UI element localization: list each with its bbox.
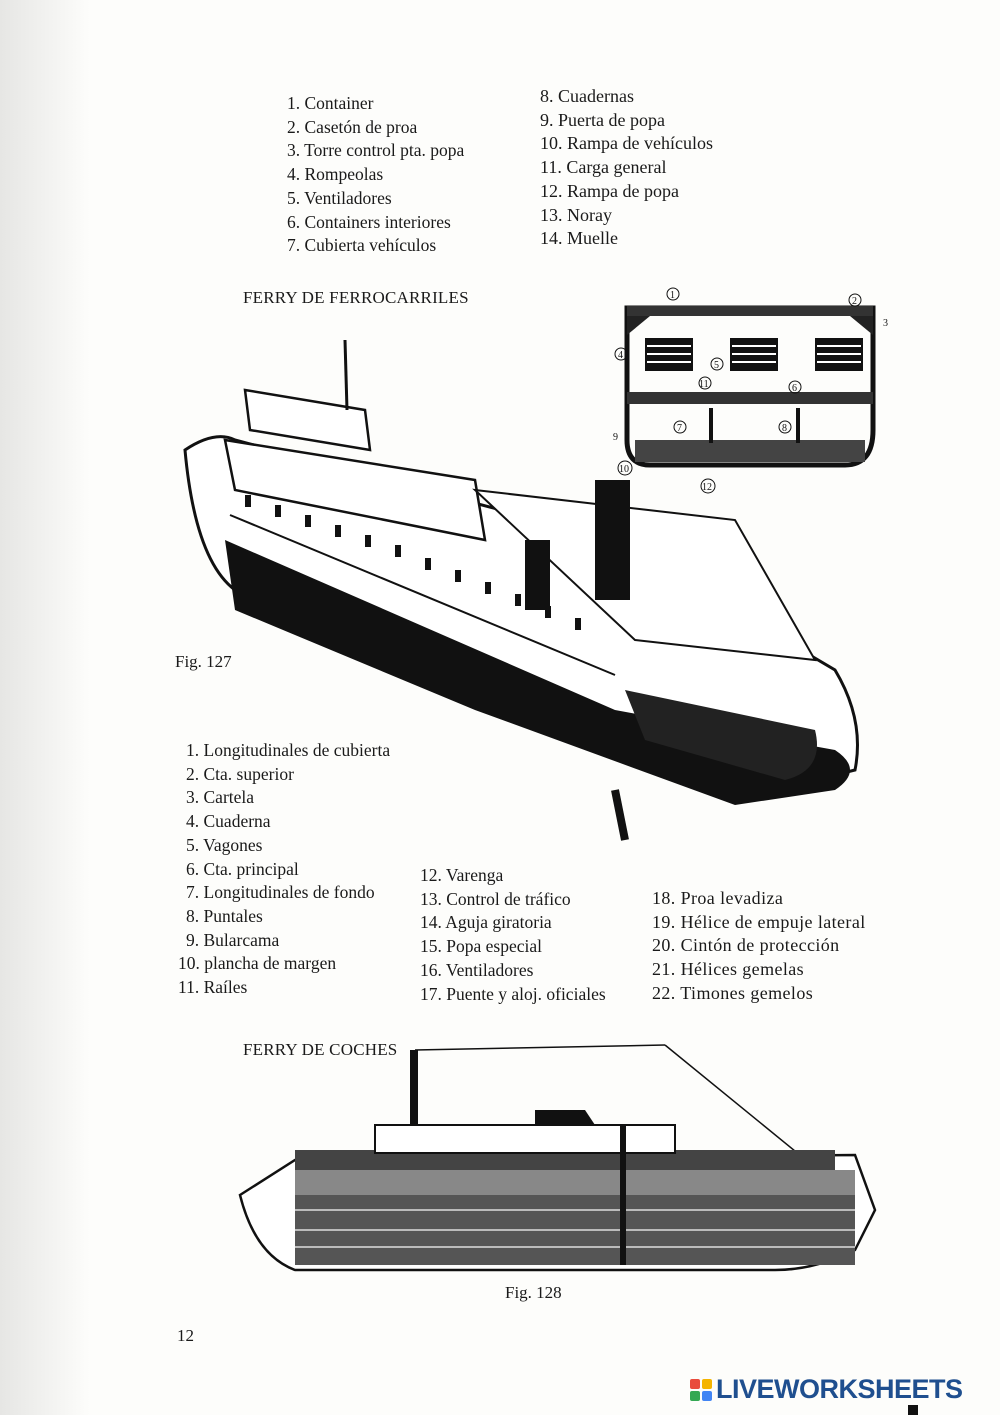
svg-text:10: 10	[619, 464, 629, 475]
top-legend-right: 8. Cuadernas 9. Puerta de popa 10. Rampa…	[540, 85, 713, 251]
legend-item: 11. Raíles	[178, 977, 248, 998]
logo-text: LIVEWORKSHEETS	[716, 1374, 963, 1404]
legend-item: 22. Timones gemelos	[652, 982, 814, 1003]
legend-item: 4. Cuaderna	[186, 811, 271, 832]
legend-item: 17. Puente y aloj. oficiales	[420, 983, 606, 1004]
svg-text:5: 5	[714, 360, 719, 371]
legend-item: 5. Ventiladores	[287, 187, 392, 208]
svg-text:7: 7	[677, 423, 682, 434]
legend-item: 6. Cta. principal	[186, 858, 299, 879]
legend-item: 11. Carga general	[540, 157, 667, 178]
svg-text:3: 3	[883, 318, 888, 329]
svg-text:4: 4	[618, 350, 623, 361]
cross-section-diagram: 1 2 3 4 5 6 7 8 9 10 11 12	[613, 287, 888, 494]
legend-item: 9. Puerta de popa	[540, 109, 665, 130]
legend-item: 7. Cubierta vehículos	[287, 235, 437, 256]
legend-item: 3. Torre control pta. popa	[287, 140, 465, 161]
legend-item: 18. Proa levadiza	[652, 888, 784, 908]
legend-item: 6. Containers interiores	[287, 211, 451, 232]
legend-item: 20. Cintón de protección	[652, 935, 840, 956]
svg-text:12: 12	[702, 482, 712, 493]
legend-item: 7. Longitudinales de fondo	[186, 882, 375, 903]
legend-item: 1. Longitudinales de cubierta	[186, 740, 391, 760]
legend-col1: 1. Longitudinales de cubierta 2. Cta. su…	[178, 739, 391, 1000]
svg-text:11: 11	[699, 379, 709, 390]
legend-item: 8. Cuadernas	[540, 86, 634, 106]
legend-item: 1. Container	[287, 93, 374, 113]
legend-item: 9. Bularcama	[186, 929, 280, 950]
legend-item: 19. Hélice de empuje lateral	[652, 911, 866, 932]
legend-item: 12. Rampa de popa	[540, 180, 679, 201]
train-ferry-illustration	[183, 339, 859, 841]
corner-mark	[908, 1405, 918, 1415]
legend-col2: 12. Varenga 13. Control de tráfico 14. A…	[420, 864, 606, 1006]
fig127-title: FERRY DE FERROCARRILES	[243, 288, 469, 307]
legend-item: 5. Vagones	[186, 834, 263, 855]
svg-text:2: 2	[852, 296, 857, 307]
legend-item: 15. Popa especial	[420, 936, 542, 957]
top-legend-left: 1. Container 2. Casetón de proa 3. Torre…	[287, 92, 464, 258]
legend-item: 13. Noray	[540, 204, 612, 225]
liveworksheets-logo[interactable]: LIVEWORKSHEETS	[690, 1374, 963, 1405]
legend-item: 2. Casetón de proa	[287, 116, 418, 137]
legend-item: 4. Rompeolas	[287, 164, 384, 185]
svg-text:6: 6	[792, 383, 797, 394]
legend-item: 8. Puntales	[186, 905, 263, 926]
legend-item: 10. Rampa de vehículos	[540, 133, 713, 154]
legend-col3: 18. Proa levadiza 19. Hélice de empuje l…	[652, 887, 866, 1006]
svg-text:9: 9	[613, 432, 618, 443]
page-number: 12	[177, 1326, 194, 1345]
svg-text:8: 8	[782, 423, 787, 434]
legend-item: 2. Cta. superior	[186, 763, 294, 784]
scan-shadow	[0, 0, 90, 1415]
legend-item: 21. Hélices gemelas	[652, 959, 805, 980]
legend-item: 14. Muelle	[540, 228, 618, 249]
legend-item: 12. Varenga	[420, 865, 504, 885]
legend-item: 10. plancha de margen	[178, 953, 337, 974]
legend-item: 13. Control de tráfico	[420, 888, 571, 909]
car-ferry-illustration	[238, 1044, 877, 1272]
logo-icon	[690, 1378, 712, 1401]
legend-item: 3. Cartela	[186, 787, 255, 808]
fig127-caption: Fig. 127	[175, 652, 232, 671]
legend-item: 14. Aguja giratoria	[420, 912, 552, 933]
legend-item: 16. Ventiladores	[420, 959, 534, 980]
fig128-title: FERRY DE COCHES	[243, 1040, 398, 1059]
svg-text:1: 1	[670, 290, 675, 301]
fig128-caption: Fig. 128	[505, 1283, 562, 1302]
